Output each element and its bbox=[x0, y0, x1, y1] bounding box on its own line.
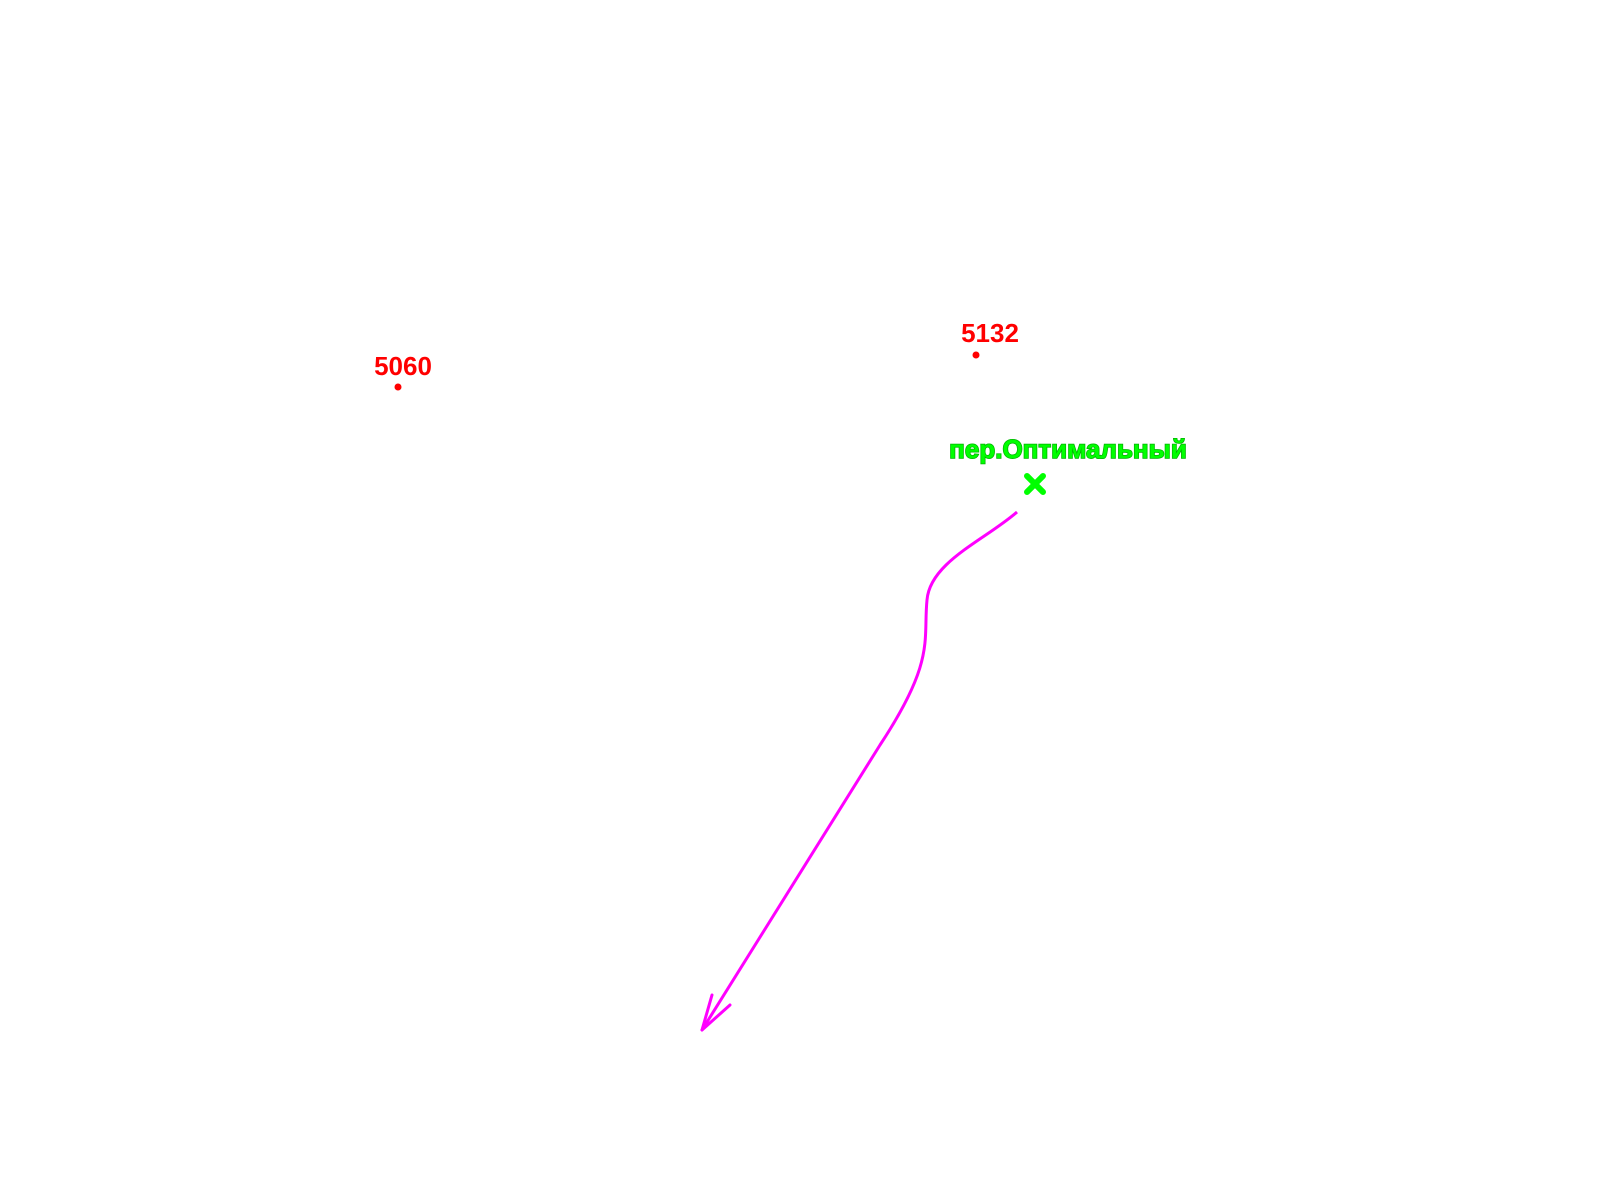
map-point-5132[interactable]: 5132 bbox=[961, 318, 1019, 359]
street-label: пер.Оптимальный bbox=[949, 434, 1187, 464]
cross-marker-icon bbox=[1024, 473, 1046, 495]
arrow-head-icon bbox=[700, 993, 732, 1032]
street-feature[interactable]: пер.Оптимальный bbox=[948, 433, 1188, 495]
route-line[interactable] bbox=[700, 510, 1018, 1032]
point-dot bbox=[972, 351, 980, 359]
point-dot bbox=[394, 383, 402, 391]
point-label: 5060 bbox=[374, 351, 432, 381]
map-point-5060[interactable]: 5060 bbox=[374, 351, 432, 391]
point-label: 5132 bbox=[961, 318, 1019, 348]
route-path bbox=[700, 510, 1018, 1031]
